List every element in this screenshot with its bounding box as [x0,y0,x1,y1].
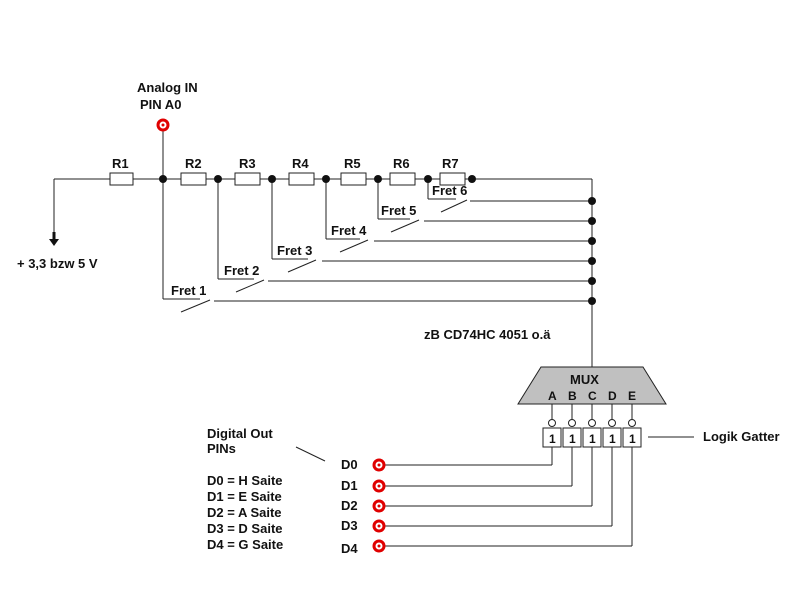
gate-value-a: 1 [549,432,556,446]
pin-label-d0: D0 [341,457,358,472]
gate-value-b: 1 [569,432,576,446]
supply-arrow-icon [49,232,59,246]
mux-input-c: C [588,389,597,403]
resistor-label-r1: R1 [112,156,129,171]
resistor-r1 [109,172,134,186]
pin-label-d4: D4 [341,541,358,556]
mapping-d2: D2 = A Saite [207,505,282,520]
fret-label-2: Fret 2 [224,263,259,278]
pin-centers [161,123,381,548]
junction-dots [159,175,596,305]
resistor-r2 [180,172,207,186]
resistor-r7 [439,172,466,186]
mux-input-e: E [628,389,636,403]
resistor-label-r5: R5 [344,156,361,171]
mux-input-b: B [568,389,577,403]
resistor-label-r2: R2 [185,156,202,171]
pin-label-d3: D3 [341,518,358,533]
logic-gate-label: Logik Gatter [703,429,780,444]
resistor-label-r7: R7 [442,156,459,171]
resistor-r6 [389,172,416,186]
gate-value-e: 1 [629,432,636,446]
resistor-r5 [340,172,367,186]
mux-chip-label: zB CD74HC 4051 o.ä [424,327,551,342]
resistor-r4 [288,172,315,186]
mux-input-d: D [608,389,617,403]
mapping-d1: D1 = E Saite [207,489,282,504]
analog-in-pin-label: PIN A0 [140,97,181,112]
resistor-label-r6: R6 [393,156,410,171]
mux-block [517,366,667,405]
digital-out-title: Digital Out [207,426,273,441]
wires [53,131,694,547]
mux-input-a: A [548,389,557,403]
mapping-d3: D3 = D Saite [207,521,283,536]
gate-value-d: 1 [609,432,616,446]
fret-label-4: Fret 4 [331,223,367,238]
logic-gate-boxes [542,427,642,448]
mux-label: MUX [570,372,599,387]
fret-label-5: Fret 5 [381,203,416,218]
resistor-r3 [234,172,261,186]
resistor-symbols [109,172,466,186]
supply-label: + 3,3 bzw 5 V [17,256,98,271]
fret-label-3: Fret 3 [277,243,312,258]
resistor-label-r3: R3 [239,156,256,171]
pin-label-d1: D1 [341,478,358,493]
fret-label-1: Fret 1 [171,283,206,298]
mapping-d0: D0 = H Saite [207,473,283,488]
fret-label-6: Fret 6 [432,183,467,198]
analog-in-label: Analog IN [137,80,198,95]
pin-label-d2: D2 [341,498,358,513]
gate-value-c: 1 [589,432,596,446]
inverter-bubbles [548,419,636,427]
digital-out-subtitle: PINs [207,441,236,456]
resistor-label-r4: R4 [292,156,309,171]
mapping-d4: D4 = G Saite [207,537,283,552]
